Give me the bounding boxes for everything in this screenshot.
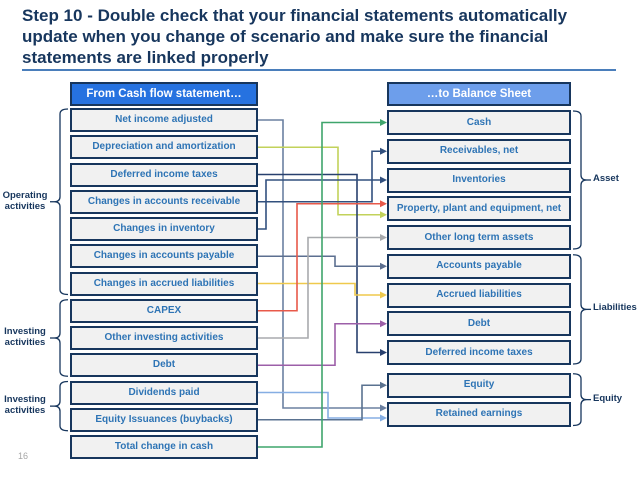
connector-arrowhead xyxy=(380,147,387,155)
connector-line xyxy=(258,179,380,230)
cashflow-item-0: Net income adjusted xyxy=(70,108,258,132)
group-label: Liabilities xyxy=(593,302,637,314)
connector-line xyxy=(258,150,380,203)
balance-item-6: Accrued liabilities xyxy=(387,282,571,308)
cashflow-item-3: Changes in accounts receivable xyxy=(70,189,258,214)
group-label: Equity xyxy=(593,392,623,404)
slide-title: Step 10 - Double check that your financi… xyxy=(22,6,568,68)
balance-item-9: Equity xyxy=(387,372,571,398)
connector-line xyxy=(258,202,380,312)
connector-arrowhead xyxy=(380,414,387,422)
balance-item-8: Deferred income taxes xyxy=(387,340,571,365)
group-brace-right xyxy=(572,373,588,427)
group-brace-left xyxy=(53,380,69,432)
cashflow-item-1: Depreciation and amortization xyxy=(70,135,258,160)
connector-arrowhead xyxy=(380,404,387,412)
group-brace-left xyxy=(53,108,69,296)
connector-arrowhead xyxy=(380,176,387,184)
group-label: Operating activities xyxy=(2,189,48,212)
cashflow-item-2: Deferred income taxes xyxy=(70,162,258,187)
cashflow-column-header: From Cash flow statement… xyxy=(70,82,258,106)
connector-line xyxy=(258,322,380,367)
connector-line xyxy=(258,173,380,354)
cashflow-item-8: Other investing activities xyxy=(70,326,258,350)
connector-arrowhead xyxy=(380,211,387,219)
balance-column-header: …to Balance Sheet xyxy=(387,82,571,106)
cashflow-item-4: Changes in inventory xyxy=(70,217,258,241)
group-label: Asset xyxy=(593,173,619,184)
cashflow-item-12: Total change in cash xyxy=(70,435,258,459)
balance-item-3: Property, plant and equipment, net xyxy=(387,196,571,222)
balance-item-0: Cash xyxy=(387,110,571,135)
balance-item-7: Debt xyxy=(387,311,571,337)
page-number: 16 xyxy=(18,451,29,461)
group-label: Investing activities xyxy=(4,326,46,348)
connector-line xyxy=(258,146,380,216)
connector-arrowhead xyxy=(380,320,387,328)
cashflow-item-11: Equity Issuances (buybacks) xyxy=(70,407,258,432)
balance-item-5: Accounts payable xyxy=(387,253,571,279)
balance-item-4: Other long term assets xyxy=(387,225,571,250)
balance-item-2: Inventories xyxy=(387,167,571,193)
group-label: Investing activities xyxy=(4,394,46,417)
connector-arrowhead xyxy=(380,381,387,389)
group-brace-right xyxy=(572,110,588,250)
connector-arrowhead xyxy=(380,262,387,270)
connector-line xyxy=(258,282,380,296)
connector-arrowhead xyxy=(380,200,387,208)
connector-line xyxy=(258,384,380,421)
title-underline xyxy=(22,69,616,71)
group-brace-left xyxy=(53,299,69,377)
connector-arrowhead xyxy=(380,119,387,126)
cashflow-item-5: Changes in accounts payable xyxy=(70,244,258,269)
cashflow-item-9: Debt xyxy=(70,353,258,378)
connector-line xyxy=(258,119,380,409)
balance-item-1: Receivables, net xyxy=(387,138,571,164)
connector-arrowhead xyxy=(380,234,387,241)
connector-line xyxy=(258,391,380,419)
connector-line xyxy=(258,121,380,448)
connector-line xyxy=(258,255,380,268)
balance-item-10: Retained earnings xyxy=(387,401,571,427)
cashflow-item-6: Changes in accrued liabilities xyxy=(70,271,258,296)
connector-arrowhead xyxy=(380,349,387,356)
cashflow-item-7: CAPEX xyxy=(70,298,258,323)
group-brace-right xyxy=(572,254,588,365)
cashflow-item-10: Dividends paid xyxy=(70,380,258,405)
connector-line xyxy=(258,236,380,339)
connector-arrowhead xyxy=(380,291,387,299)
